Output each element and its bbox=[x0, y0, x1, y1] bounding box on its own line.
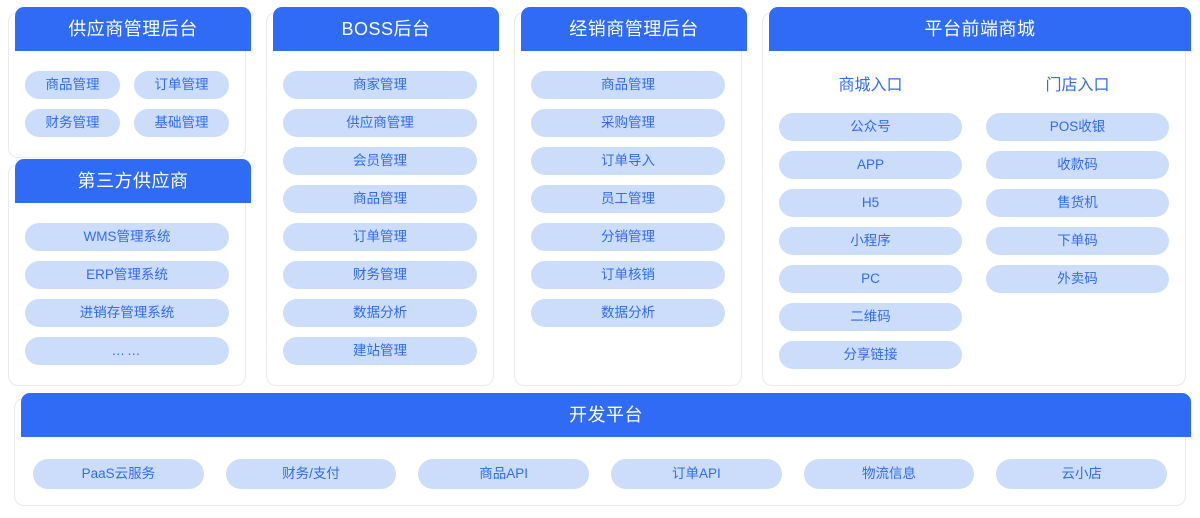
pill-boss-item-0[interactable]: 商家管理 bbox=[283, 71, 477, 99]
pill-store-entry-item-0[interactable]: POS收银 bbox=[986, 113, 1169, 141]
pill-dev-item-0[interactable]: PaaS云服务 bbox=[33, 459, 204, 489]
frontend-column-store-entry: 门店入口 POS收银 收款码 售货机 下单码 外卖码 bbox=[986, 75, 1169, 369]
card-supplier-admin-body: 商品管理 订单管理 财务管理 基础管理 bbox=[9, 57, 245, 157]
frontend-column-mall-entry-title: 商城入口 bbox=[838, 77, 903, 94]
pill-boss-item-3[interactable]: 商品管理 bbox=[283, 185, 477, 213]
pill-mall-entry-item-0[interactable]: 公众号 bbox=[779, 113, 962, 141]
pill-supplier-item-3[interactable]: 基础管理 bbox=[134, 109, 229, 137]
boss-admin-pill-list: 商家管理 供应商管理 会员管理 商品管理 订单管理 财务管理 数据分析 建站管理 bbox=[283, 71, 477, 365]
pill-boss-item-5[interactable]: 财务管理 bbox=[283, 261, 477, 289]
pill-dev-item-2[interactable]: 商品API bbox=[418, 459, 590, 489]
card-dealer-admin-body: 商品管理 采购管理 订单导入 员工管理 分销管理 订单核销 数据分析 bbox=[515, 57, 741, 385]
pill-mall-entry-item-2[interactable]: H5 bbox=[779, 189, 962, 217]
card-platform-frontend-title: 平台前端商城 bbox=[769, 7, 1191, 51]
card-third-party-supplier-body: WMS管理系统 ERP管理系统 进销存管理系统 …… bbox=[9, 209, 245, 385]
card-dealer-admin-title: 经销商管理后台 bbox=[521, 7, 747, 51]
card-dev-platform-title: 开发平台 bbox=[21, 393, 1191, 437]
card-third-party-supplier[interactable]: 第三方供应商 WMS管理系统 ERP管理系统 进销存管理系统 …… bbox=[8, 159, 251, 386]
pill-boss-item-6[interactable]: 数据分析 bbox=[283, 299, 477, 327]
pill-store-entry-item-2[interactable]: 售货机 bbox=[986, 189, 1169, 217]
pill-dev-item-3[interactable]: 订单API bbox=[611, 459, 782, 489]
pill-store-entry-item-3[interactable]: 下单码 bbox=[986, 227, 1169, 255]
pill-dev-item-5[interactable]: 云小店 bbox=[996, 459, 1168, 489]
third-party-pill-list: WMS管理系统 ERP管理系统 进销存管理系统 …… bbox=[25, 223, 229, 365]
pill-boss-item-2[interactable]: 会员管理 bbox=[283, 147, 477, 175]
pill-supplier-item-2[interactable]: 财务管理 bbox=[25, 109, 120, 137]
pill-dealer-item-2[interactable]: 订单导入 bbox=[531, 147, 725, 175]
pill-boss-item-4[interactable]: 订单管理 bbox=[283, 223, 477, 251]
dealer-admin-pill-list: 商品管理 采购管理 订单导入 员工管理 分销管理 订单核销 数据分析 bbox=[531, 71, 725, 327]
pill-store-entry-item-4[interactable]: 外卖码 bbox=[986, 265, 1169, 293]
card-platform-frontend[interactable]: 平台前端商城 商城入口 公众号 APP H5 小程序 PC 二维码 分享链接 门… bbox=[762, 7, 1191, 386]
card-platform-frontend-body: 商城入口 公众号 APP H5 小程序 PC 二维码 分享链接 门店入口 POS… bbox=[763, 57, 1185, 385]
pill-dealer-item-6[interactable]: 数据分析 bbox=[531, 299, 725, 327]
frontend-columns: 商城入口 公众号 APP H5 小程序 PC 二维码 分享链接 门店入口 POS… bbox=[779, 71, 1169, 369]
frontend-column-mall-entry: 商城入口 公众号 APP H5 小程序 PC 二维码 分享链接 bbox=[779, 75, 962, 369]
card-boss-admin-body: 商家管理 供应商管理 会员管理 商品管理 订单管理 财务管理 数据分析 建站管理 bbox=[267, 57, 493, 385]
pill-mall-entry-item-3[interactable]: 小程序 bbox=[779, 227, 962, 255]
pill-store-entry-item-1[interactable]: 收款码 bbox=[986, 151, 1169, 179]
pill-supplier-item-1[interactable]: 订单管理 bbox=[134, 71, 229, 99]
dev-platform-pill-row: PaaS云服务 财务/支付 商品API 订单API 物流信息 云小店 bbox=[33, 459, 1168, 489]
pill-dev-item-1[interactable]: 财务/支付 bbox=[225, 459, 397, 489]
pill-dev-item-4[interactable]: 物流信息 bbox=[803, 459, 975, 489]
pill-supplier-item-0[interactable]: 商品管理 bbox=[25, 71, 120, 99]
pill-mall-entry-item-6[interactable]: 分享链接 bbox=[779, 341, 962, 369]
card-supplier-admin[interactable]: 供应商管理后台 商品管理 订单管理 财务管理 基础管理 bbox=[8, 7, 251, 158]
pill-thirdparty-item-3[interactable]: …… bbox=[25, 337, 229, 365]
card-supplier-admin-title: 供应商管理后台 bbox=[15, 7, 251, 51]
pill-dealer-item-1[interactable]: 采购管理 bbox=[531, 109, 725, 137]
pill-dealer-item-0[interactable]: 商品管理 bbox=[531, 71, 725, 99]
card-third-party-supplier-title: 第三方供应商 bbox=[15, 159, 251, 203]
pill-boss-item-7[interactable]: 建站管理 bbox=[283, 337, 477, 365]
pill-mall-entry-item-5[interactable]: 二维码 bbox=[779, 303, 962, 331]
card-boss-admin[interactable]: BOSS后台 商家管理 供应商管理 会员管理 商品管理 订单管理 财务管理 数据… bbox=[266, 7, 499, 386]
frontend-column-store-entry-title: 门店入口 bbox=[1045, 77, 1110, 94]
supplier-admin-pill-grid: 商品管理 订单管理 财务管理 基础管理 bbox=[25, 71, 229, 137]
pill-mall-entry-item-1[interactable]: APP bbox=[779, 151, 962, 179]
pill-boss-item-1[interactable]: 供应商管理 bbox=[283, 109, 477, 137]
pill-dealer-item-4[interactable]: 分销管理 bbox=[531, 223, 725, 251]
card-dev-platform-body: PaaS云服务 财务/支付 商品API 订单API 物流信息 云小店 bbox=[15, 443, 1185, 505]
pill-thirdparty-item-2[interactable]: 进销存管理系统 bbox=[25, 299, 229, 327]
pill-dealer-item-5[interactable]: 订单核销 bbox=[531, 261, 725, 289]
pill-dealer-item-3[interactable]: 员工管理 bbox=[531, 185, 725, 213]
pill-mall-entry-item-4[interactable]: PC bbox=[779, 265, 962, 293]
card-boss-admin-title: BOSS后台 bbox=[273, 7, 499, 51]
pill-thirdparty-item-1[interactable]: ERP管理系统 bbox=[25, 261, 229, 289]
card-dealer-admin[interactable]: 经销商管理后台 商品管理 采购管理 订单导入 员工管理 分销管理 订单核销 数据… bbox=[514, 7, 747, 386]
pill-thirdparty-item-0[interactable]: WMS管理系统 bbox=[25, 223, 229, 251]
card-dev-platform[interactable]: 开发平台 PaaS云服务 财务/支付 商品API 订单API 物流信息 云小店 bbox=[14, 393, 1191, 506]
